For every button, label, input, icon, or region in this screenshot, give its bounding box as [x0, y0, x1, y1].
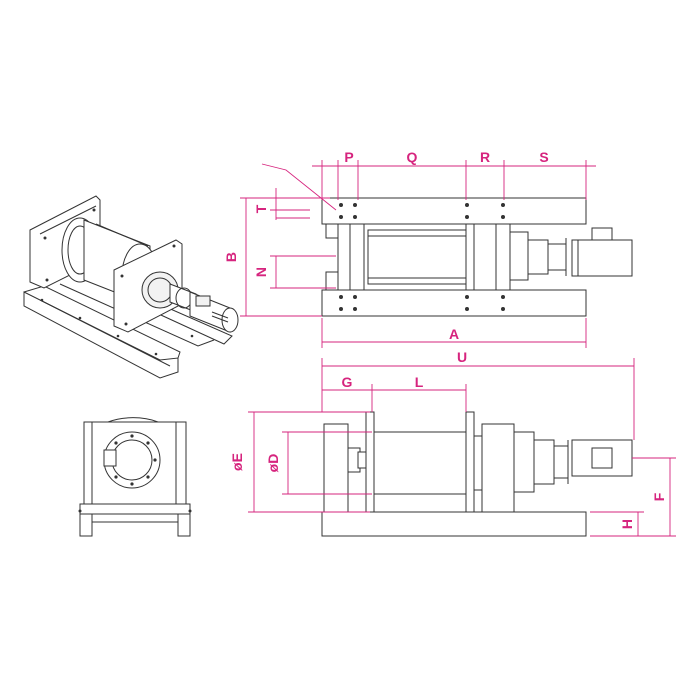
dimension-lines: [240, 160, 676, 537]
side-view: [321, 411, 633, 537]
top-view: [321, 197, 633, 317]
dim-label-l: L: [415, 374, 424, 390]
dim-label-a: A: [449, 326, 459, 342]
front-view: [78, 417, 192, 537]
dim-label-f: F: [651, 492, 667, 501]
dim-label-s: S: [539, 149, 548, 165]
dim-label-q: Q: [407, 149, 418, 165]
dim-label-p: P: [344, 149, 353, 165]
dim-label-b: B: [223, 252, 239, 262]
dim-label-t: T: [253, 204, 269, 213]
dim-label-e: øE: [229, 453, 245, 471]
isometric-view: [23, 195, 239, 379]
dim-label-h: H: [619, 519, 635, 529]
dim-label-u: U: [457, 349, 467, 365]
dim-label-r: R: [480, 149, 490, 165]
dim-label-n: N: [253, 267, 269, 277]
dim-label-d: øD: [265, 454, 281, 473]
dim-label-g: G: [342, 374, 353, 390]
dimension-labels: P Q R S T B N A U G L øE øD F H: [223, 149, 667, 529]
